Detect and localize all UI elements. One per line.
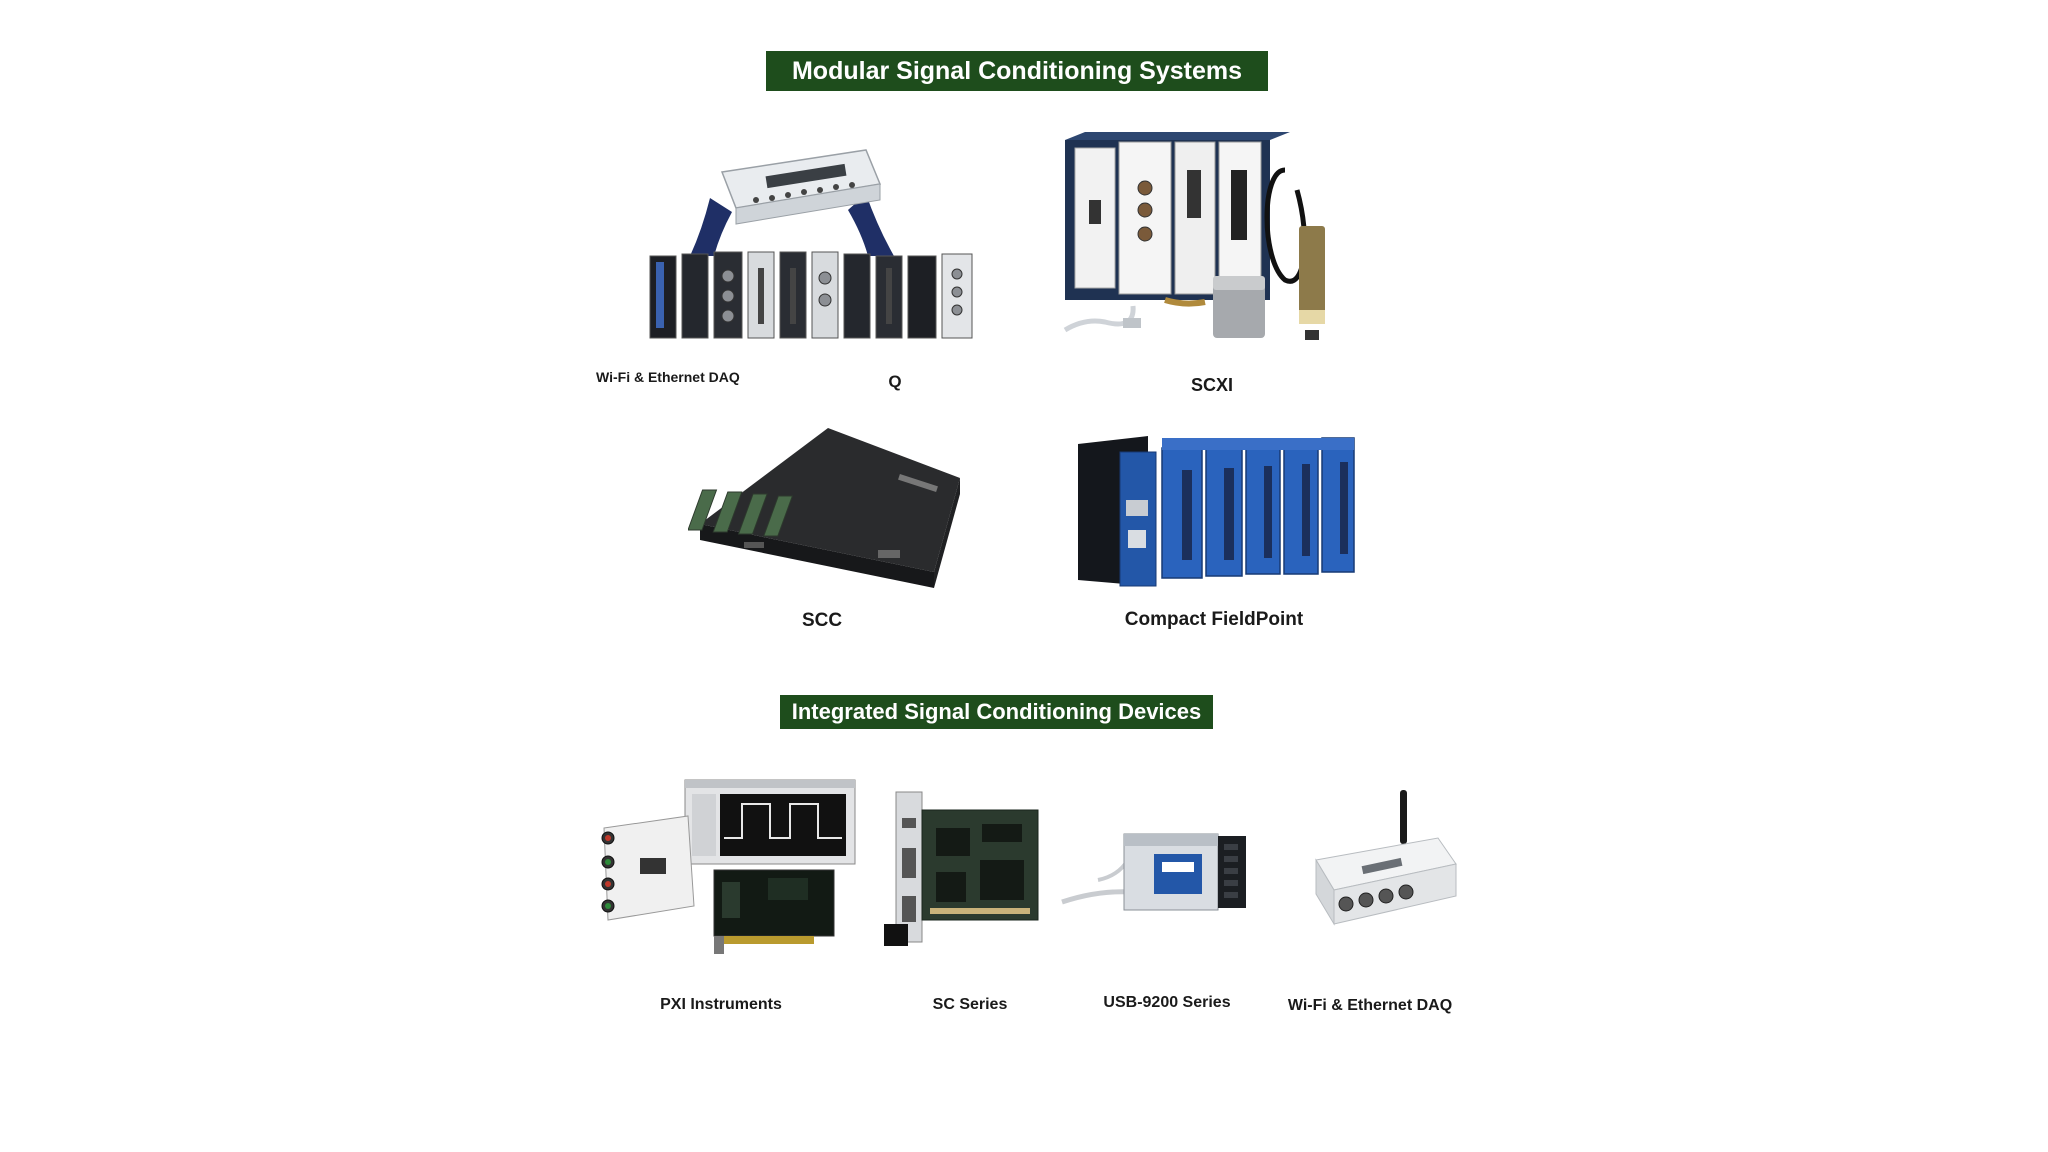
modular-section-banner: Modular Signal Conditioning Systems xyxy=(766,51,1268,91)
pxi-instruments-illustration xyxy=(592,778,862,956)
caption-compact-fieldpoint: Compact FieldPoint xyxy=(1124,609,1304,630)
compact-fieldpoint-illustration xyxy=(1078,430,1360,590)
scxi-chassis-illustration xyxy=(1035,130,1390,352)
integrated-section-banner: Integrated Signal Conditioning Devices xyxy=(780,695,1213,729)
integrated-section-title: Integrated Signal Conditioning Devices xyxy=(791,699,1202,724)
caption-scxi: SCXI xyxy=(1190,375,1234,395)
caption-usb-9200-series: USB-9200 Series xyxy=(1103,994,1231,1011)
wifi-daq-device-illustration xyxy=(1290,786,1460,936)
caption-wifi-ethernet-daq-modular: Wi-Fi & Ethernet DAQ xyxy=(596,369,740,385)
scc-carrier-illustration xyxy=(688,420,972,600)
caption-pxi-instruments: PXI Instruments xyxy=(660,996,782,1013)
modular-section-title: Modular Signal Conditioning Systems xyxy=(791,56,1243,85)
usb-9200-module-illustration xyxy=(1058,820,1256,936)
cdaq-module-array-illustration xyxy=(640,138,1010,350)
caption-scc: SCC xyxy=(801,610,843,631)
caption-wifi-ethernet-daq-integrated: Wi-Fi & Ethernet DAQ xyxy=(1287,997,1453,1014)
sc-series-board-illustration xyxy=(874,788,1048,950)
caption-partial-label: Q xyxy=(888,372,902,391)
caption-sc-series: SC Series xyxy=(932,996,1008,1013)
